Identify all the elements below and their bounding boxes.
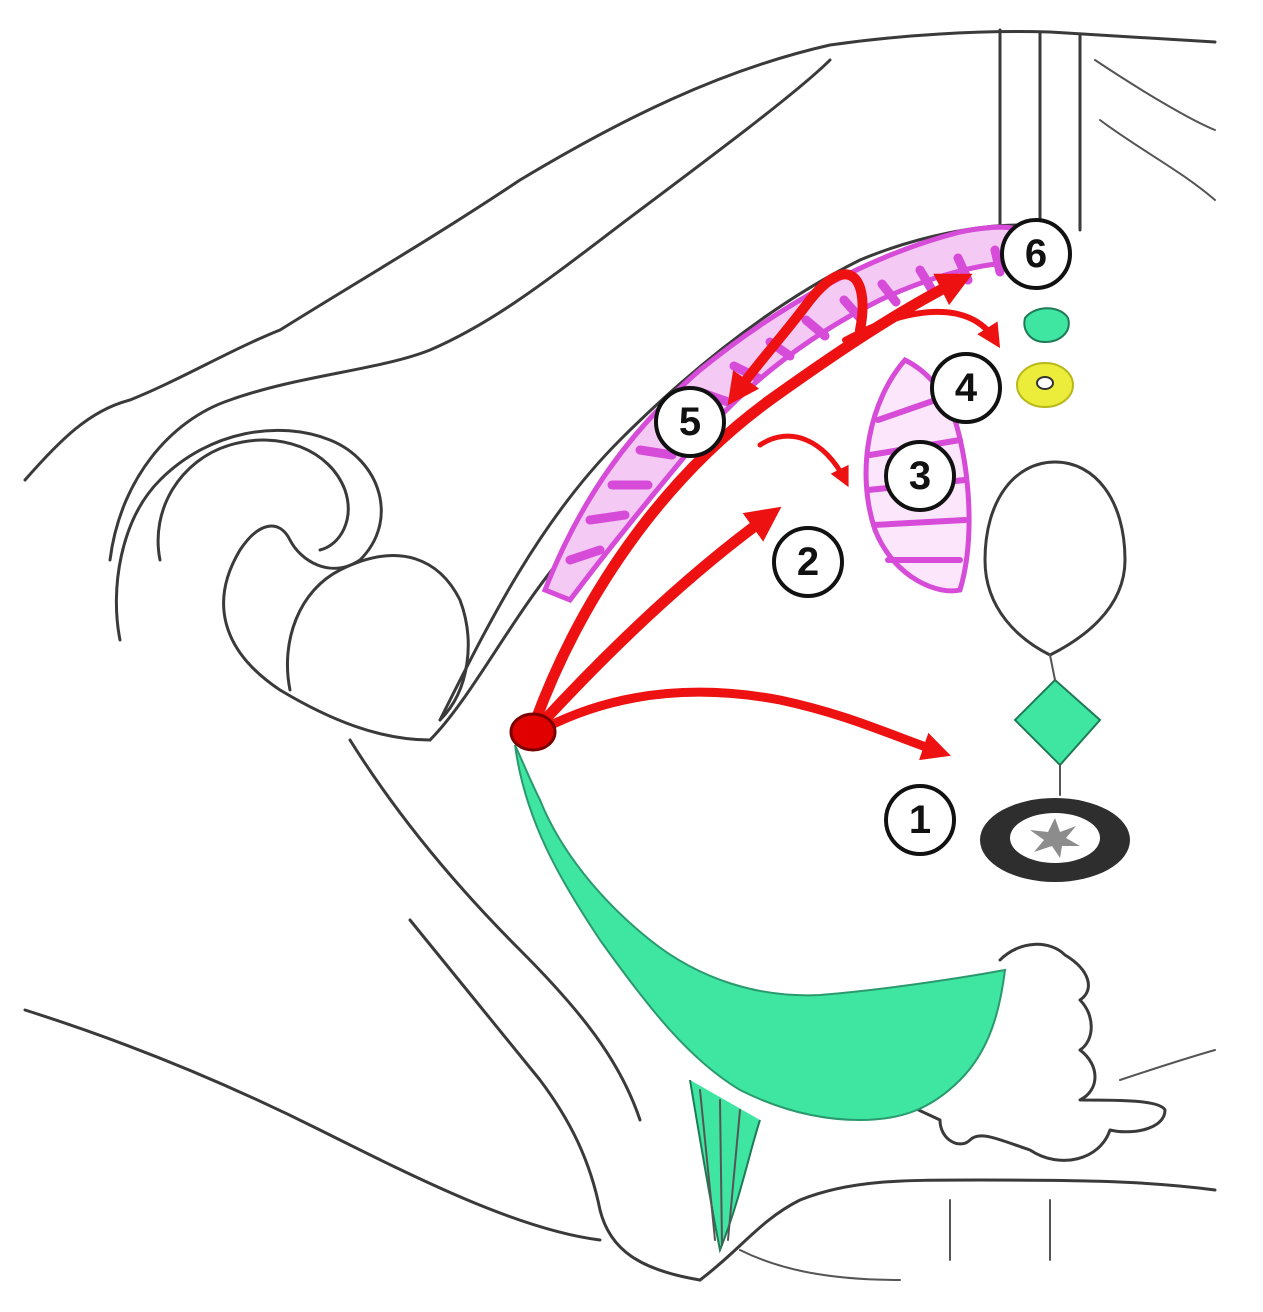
arrow-to-4 (842, 308, 1001, 349)
marker-6-label: 6 (1025, 232, 1047, 276)
dark-ring-flower (980, 798, 1130, 882)
yellow-ring (1016, 362, 1074, 408)
marker-1-label: 1 (909, 798, 931, 842)
marker-4-label: 4 (955, 366, 978, 410)
arrow-to-5 (727, 269, 868, 406)
marker-2-label: 2 (797, 540, 819, 584)
marker-1: 1 (884, 784, 956, 856)
marker-3-label: 3 (909, 454, 931, 498)
marker-3: 3 (884, 440, 956, 512)
marker-4: 4 (930, 352, 1002, 424)
green-muscle-structure (514, 307, 1102, 1254)
arrow-to-3 (757, 433, 849, 488)
arrow-to-2 (534, 506, 782, 731)
arrows (529, 269, 1001, 761)
bladder-organ (983, 460, 1127, 657)
marker-6: 6 (1000, 218, 1072, 290)
organ-connector (1049, 654, 1061, 796)
background-outlines (23, 28, 1217, 1282)
arrow-to-1 (540, 687, 951, 761)
marker-5: 5 (654, 386, 726, 458)
origin-node (509, 712, 557, 752)
marker-2: 2 (772, 526, 844, 598)
marker-5-label: 5 (679, 400, 701, 444)
